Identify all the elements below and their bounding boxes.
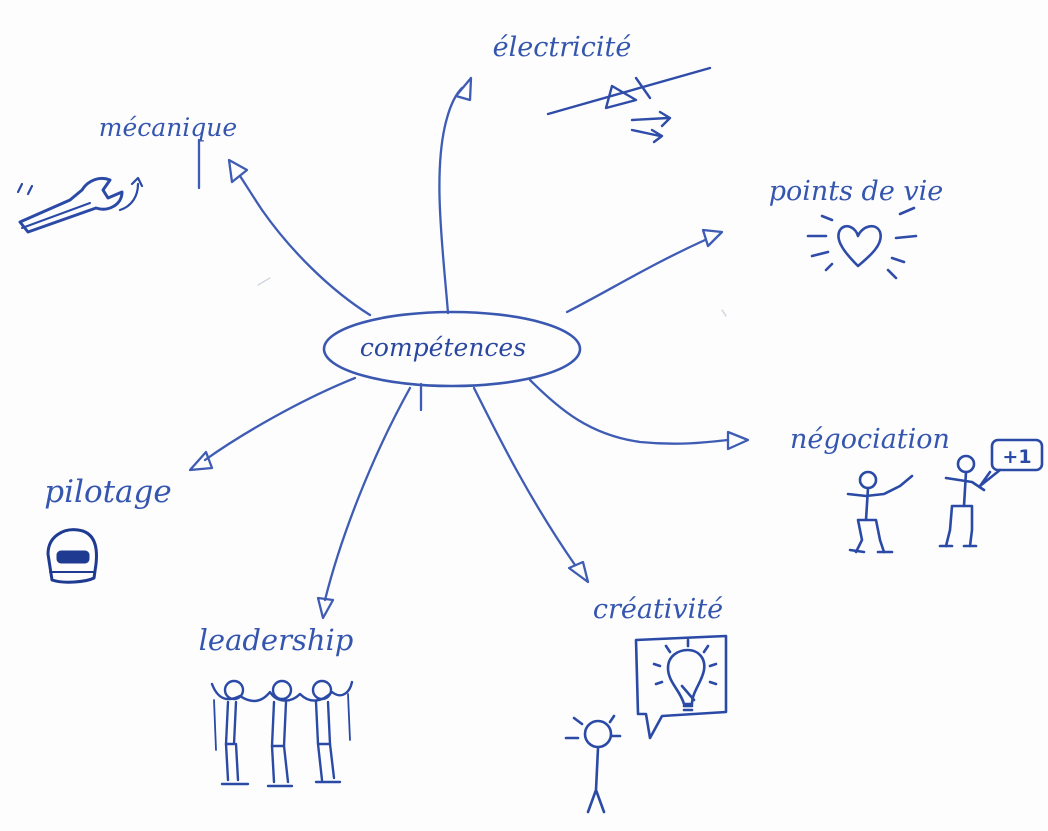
- connector-leadership: [323, 386, 412, 602]
- helmet-icon: [46, 528, 98, 584]
- faint-marks: [257, 277, 727, 317]
- label-points-de-vie: points de vie: [769, 176, 944, 207]
- center-node: compétences: [322, 310, 582, 388]
- wrench-icon: [16, 176, 144, 234]
- label-mecanique: mécanique: [99, 113, 237, 142]
- connector-pilotage: [203, 376, 357, 462]
- label-creativite: créativité: [593, 594, 723, 625]
- branch-labels: mécanique électricité points de vie négo…: [44, 32, 950, 657]
- connector-points-de-vie: [565, 238, 707, 314]
- negotiation-badge: +1: [1002, 446, 1031, 468]
- arrowhead-pilotage: [188, 450, 214, 472]
- label-negociation: négociation: [790, 424, 950, 455]
- label-leadership: leadership: [199, 623, 354, 657]
- label-pilotage: pilotage: [44, 474, 171, 510]
- heart-icon: [806, 206, 918, 280]
- arrowhead-creativite: [567, 560, 590, 584]
- arrowhead-mecanique: [227, 158, 249, 184]
- connector-negociation: [528, 378, 730, 445]
- connectors: [188, 76, 750, 620]
- center-ellipse: [322, 310, 582, 388]
- group-figures-icon: [210, 679, 354, 788]
- arrowhead-electricite: [454, 76, 473, 102]
- arrowhead-points-de-vie: [701, 228, 724, 248]
- arrowhead-leadership: [316, 596, 335, 620]
- connector-electricite: [438, 86, 464, 315]
- diode-icon: [546, 66, 712, 144]
- lightbulb-icon: [564, 634, 728, 814]
- negotiation-figures-icon: [846, 438, 1044, 554]
- label-electricite: électricité: [493, 32, 632, 63]
- arrowhead-negociation: [726, 430, 750, 451]
- connector-creativite: [472, 386, 577, 567]
- center-label: compétences: [360, 333, 526, 362]
- connector-mecanique: [238, 174, 372, 317]
